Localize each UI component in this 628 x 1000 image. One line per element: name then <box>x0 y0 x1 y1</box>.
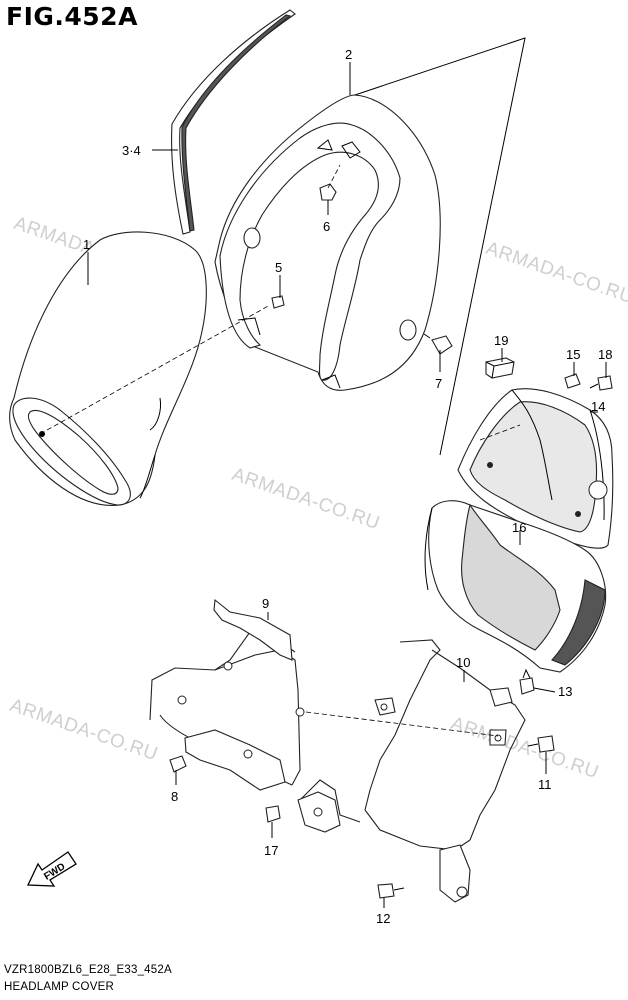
part-label: 6 <box>323 219 330 234</box>
part-label: 8 <box>171 789 178 804</box>
part-label: 3·4 <box>122 143 141 158</box>
part-label: 15 <box>566 347 580 362</box>
part-label: 16 <box>512 520 526 535</box>
part-label: 7 <box>435 376 442 391</box>
screw-icon[interactable] <box>589 375 613 391</box>
figure-title: FIG.452A <box>6 2 138 31</box>
headlamp-housing-icon[interactable] <box>9 231 207 506</box>
frame-icon[interactable] <box>297 639 526 903</box>
nut-icon[interactable] <box>564 373 581 389</box>
grommet-icon[interactable] <box>519 668 535 695</box>
collar-icon[interactable] <box>265 805 281 823</box>
inner-cover-icon[interactable] <box>457 388 614 549</box>
bolt-icon[interactable] <box>377 883 405 899</box>
screw-icon[interactable] <box>423 333 453 355</box>
part-label: 5 <box>275 260 282 275</box>
part-label: 18 <box>598 347 612 362</box>
part-label: 14 <box>591 399 605 414</box>
part-label: 17 <box>264 843 278 858</box>
clip-icon[interactable] <box>319 183 337 201</box>
figure-caption: HEADLAMP COVER <box>4 981 114 993</box>
bracket-icon[interactable] <box>149 598 305 791</box>
bolt-icon[interactable] <box>527 735 555 753</box>
fwd-arrow-icon: FWD <box>26 851 77 887</box>
model-code: VZR1800BZL6_E28_E33_452A <box>4 964 172 976</box>
part-label: 11 <box>538 777 552 792</box>
part-label: 1 <box>83 237 90 252</box>
part-label: 2 <box>345 47 352 62</box>
part-label: 13 <box>558 684 572 699</box>
part-label: 9 <box>262 596 269 611</box>
cushion-icon[interactable] <box>485 357 515 379</box>
part-label: 10 <box>456 655 470 670</box>
trim-strip-icon[interactable] <box>171 9 296 235</box>
part-label: 19 <box>494 333 508 348</box>
screw-icon[interactable] <box>271 295 285 309</box>
cover-panel-icon[interactable] <box>424 500 607 673</box>
headlamp-cover-icon[interactable] <box>214 94 441 391</box>
collar-icon[interactable] <box>169 755 187 773</box>
part-label: 12 <box>376 911 390 926</box>
